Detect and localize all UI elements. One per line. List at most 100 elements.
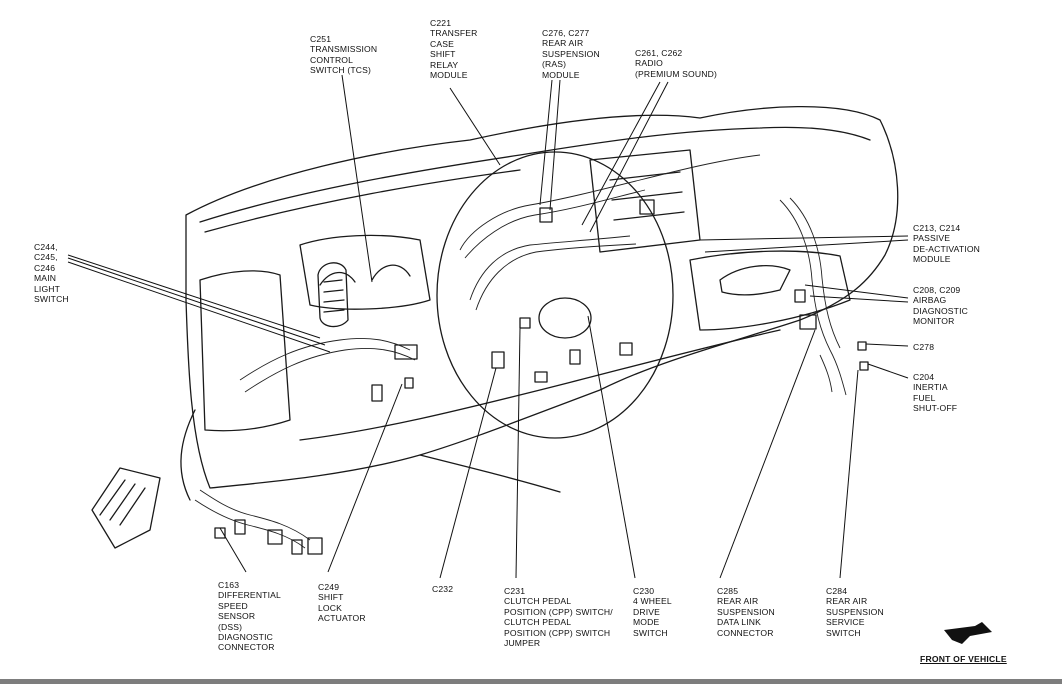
label-line: MODE: [633, 617, 660, 628]
connector: [371, 384, 383, 402]
steering-hub: [538, 297, 592, 339]
dss-connector-block: [91, 467, 161, 549]
connector: [534, 371, 548, 383]
connector: [539, 207, 553, 223]
label-line: C208, C209: [913, 285, 961, 295]
label-line: RELAY: [430, 59, 459, 70]
label-line: (RAS): [542, 59, 567, 70]
wiring-harness: [464, 189, 646, 259]
wiring-harness: [475, 243, 637, 311]
connector: [794, 289, 806, 303]
label-line: LIGHT: [34, 283, 61, 294]
label-line: C285: [717, 586, 739, 596]
connector: [491, 351, 505, 369]
front-of-vehicle-label: FRONT OF VEHICLE: [920, 654, 1007, 664]
label-line: DIAGNOSTIC: [913, 305, 968, 316]
wiring-harness: [194, 499, 306, 549]
label-line: C284: [826, 586, 848, 596]
dash-outline: [185, 105, 899, 489]
callout-c163: C163 DIFFERENTIAL SPEED SENSOR (DSS) DIA…: [218, 580, 281, 653]
label-line: C249: [318, 582, 340, 592]
leader-c232: [439, 367, 497, 579]
callout-c213: C213, C214 PASSIVE DE-ACTIVATION MODULE: [913, 223, 980, 265]
connector: [859, 361, 869, 371]
label-line: SHIFT: [318, 592, 344, 603]
wiring-harness: [469, 235, 631, 301]
wiring-harness: [459, 154, 761, 251]
callout-c232: C232: [432, 584, 453, 594]
label-line: 4 WHEEL: [633, 596, 672, 607]
label-line: (PREMIUM SOUND): [635, 68, 717, 79]
callout-c278: C278: [913, 342, 934, 352]
label-line: CONNECTOR: [717, 627, 774, 638]
callout-c249: C249 SHIFT LOCK ACTUATOR: [318, 582, 366, 624]
label-line: MONITOR: [913, 316, 955, 327]
label-line: REAR AIR: [717, 596, 759, 607]
label-line: CONNECTOR: [218, 642, 275, 653]
callout-c208: C208, C209 AIRBAG DIAGNOSTIC MONITOR: [913, 285, 968, 327]
label-line: C163: [218, 580, 240, 590]
label-line: JUMPER: [504, 638, 541, 649]
connector: [234, 519, 246, 535]
leader-c163: [219, 527, 247, 573]
label-line: SUSPENSION: [542, 48, 600, 59]
label-line: C232: [432, 584, 454, 594]
label-line: C278: [913, 342, 935, 352]
label-line: MODULE: [542, 69, 580, 80]
label-line: SERVICE: [826, 617, 865, 628]
leader-c204: [867, 363, 909, 379]
leader-c284: [839, 369, 859, 579]
label-line: C231: [504, 586, 526, 596]
leader-c276: [539, 79, 553, 206]
front-of-vehicle-arrow-icon: [944, 622, 992, 644]
lower-left-panel: [199, 270, 291, 432]
label-line: CLUTCH PEDAL: [504, 617, 572, 628]
dash-top-ridge: [199, 126, 871, 223]
callout-c231: C231 CLUTCH PEDAL POSITION (CPP) SWITCH/…: [504, 586, 613, 648]
connector: [307, 537, 323, 555]
label-line: DATA LINK: [717, 617, 762, 628]
leader-c276: [549, 79, 561, 211]
leader-c244: [67, 257, 326, 346]
leader-c208: [809, 295, 909, 303]
label-line: SUSPENSION: [826, 606, 884, 617]
leader-c213: [704, 239, 909, 253]
label-line: SENSOR: [218, 611, 256, 622]
label-line: SWITCH: [826, 627, 861, 638]
label-line: DE-ACTIVATION: [913, 243, 981, 254]
leader-c208: [804, 284, 909, 299]
connector: [619, 342, 633, 356]
label-line: DIAGNOSTIC: [218, 632, 273, 643]
label-line: C246: [34, 262, 56, 273]
label-line: SWITCH: [34, 294, 69, 305]
connector: [519, 317, 531, 329]
label-line: LOCK: [318, 602, 343, 613]
leader-c213: [699, 235, 909, 241]
callout-c204: C204 INERTIA FUEL SHUT-OFF: [913, 372, 957, 414]
label-line: C213, C214: [913, 223, 961, 233]
label-line: C244,: [34, 242, 58, 252]
bottom-status-bar: [0, 679, 1062, 684]
wiring-harness: [819, 354, 833, 393]
label-line: CONTROL: [310, 54, 354, 65]
leader-c244: [67, 261, 331, 353]
label-line: CLUTCH PEDAL: [504, 596, 572, 607]
label-line: TRANSMISSION: [310, 44, 378, 55]
label-line: SHIFT: [430, 49, 456, 60]
steering-wheel: [436, 151, 674, 439]
label-line: C261, C262: [635, 48, 683, 58]
connector: [267, 529, 283, 545]
label-line: C251: [310, 34, 332, 44]
left-vent: [317, 262, 349, 328]
callout-c221: C221 TRANSFER CASE SHIFT RELAY MODULE: [430, 18, 478, 80]
connector: [404, 377, 414, 389]
lower-dash-edge: [299, 329, 781, 441]
label-line: C276, C277: [542, 28, 590, 38]
leader-c261: [581, 81, 661, 226]
label-line: PASSIVE: [913, 233, 951, 244]
connector: [569, 349, 581, 365]
label-line: SWITCH: [633, 627, 668, 638]
callout-c261: C261, C262 RADIO (PREMIUM SOUND): [635, 48, 717, 79]
instrument-cluster: [299, 234, 431, 310]
